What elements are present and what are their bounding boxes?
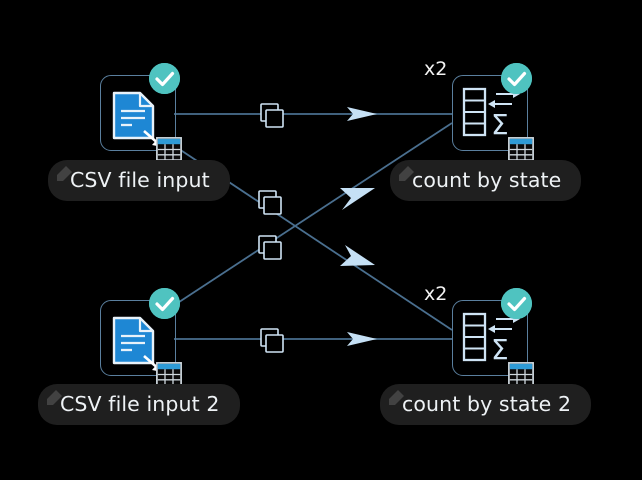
check-circle-icon [149, 63, 180, 94]
table-port-icon[interactable] [508, 362, 534, 386]
pencil-icon [389, 390, 404, 405]
connection-csv-file-input-to-count-by-state[interactable] [174, 107, 452, 121]
node-label-csv-file-input-2[interactable]: CSV file input 2 [38, 384, 240, 425]
group-by-sigma-icon: Σ [462, 312, 520, 366]
csv-document-icon [112, 316, 162, 372]
svg-text:Σ: Σ [491, 333, 509, 366]
table-port-icon[interactable] [156, 137, 182, 161]
copy-icon-cross-up[interactable] [258, 190, 282, 215]
connection-csv-file-input-2-to-count-by-state-2[interactable] [174, 332, 452, 346]
table-port-icon[interactable] [156, 362, 182, 386]
copy-icon-cross-down[interactable] [258, 235, 282, 260]
loop-count-bottom: x2 [424, 283, 448, 305]
copy-icon-top-straight[interactable] [260, 103, 284, 128]
group-by-sigma-icon: Σ [462, 87, 520, 141]
table-port-icon[interactable] [508, 137, 534, 161]
node-frame[interactable] [100, 300, 176, 376]
node-label-text: count by state 2 [402, 392, 572, 416]
node-label-text: count by state [412, 168, 562, 192]
node-label-text: CSV file input 2 [60, 392, 220, 416]
node-frame[interactable] [452, 75, 528, 151]
arrowhead-icon [347, 107, 377, 121]
svg-text:Σ: Σ [491, 108, 509, 141]
check-circle-icon [149, 288, 180, 319]
csv-document-icon [112, 91, 162, 147]
check-circle-icon [501, 63, 532, 94]
connection-csv-file-input-2-to-count-by-state[interactable] [169, 122, 453, 309]
arrowhead-icon [347, 332, 377, 346]
node-frame[interactable] [452, 300, 528, 376]
pencil-icon [399, 166, 414, 181]
node-label-csv-file-input[interactable]: CSV file input [48, 160, 230, 201]
arrowhead-icon [340, 245, 375, 266]
node-label-count-by-state-2[interactable]: count by state 2 [380, 384, 592, 425]
node-frame[interactable] [100, 75, 176, 151]
check-circle-icon [501, 288, 532, 319]
loop-count-top: x2 [424, 58, 448, 80]
node-label-count-by-state[interactable]: count by state [390, 160, 582, 201]
arrowhead-icon [340, 188, 375, 210]
node-label-text: CSV file input [70, 168, 210, 192]
copy-icon-bottom-straight[interactable] [260, 328, 284, 353]
pencil-icon [47, 390, 62, 405]
pencil-icon [57, 166, 72, 181]
